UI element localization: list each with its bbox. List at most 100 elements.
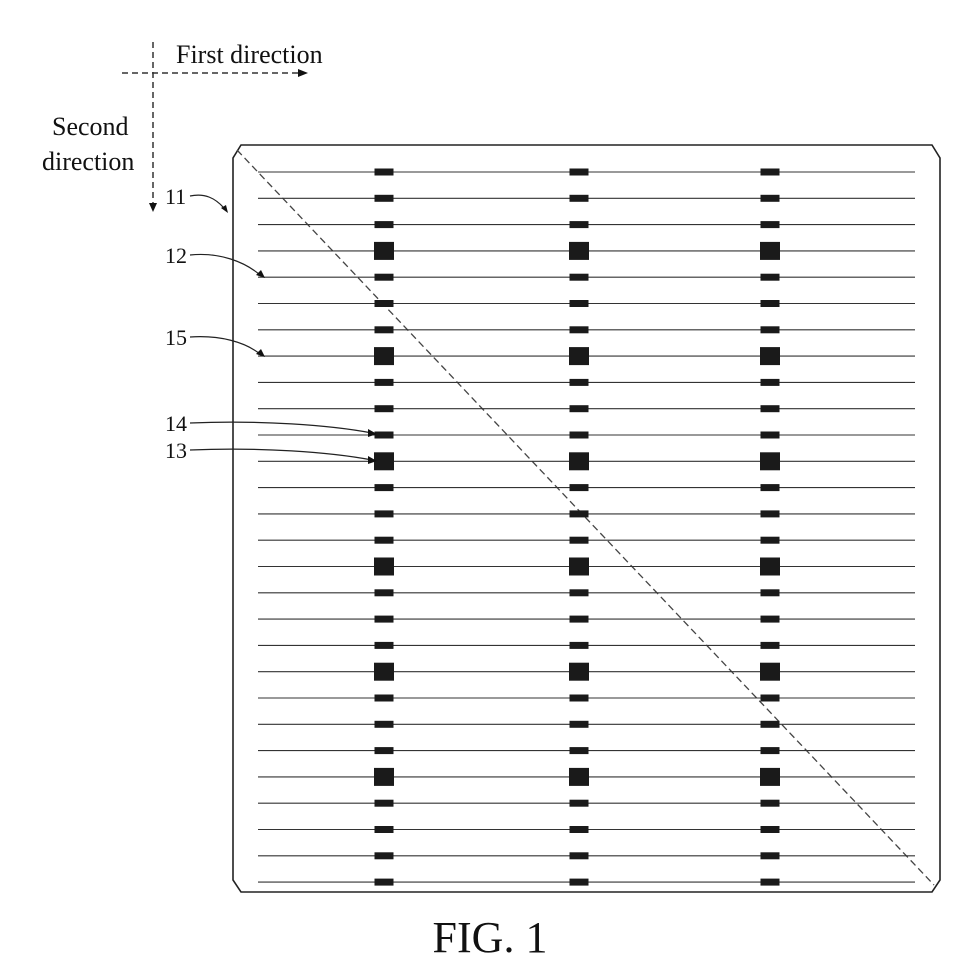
solder-pad [570, 221, 589, 228]
solder-pad [375, 616, 394, 623]
solder-pad [761, 589, 780, 596]
solder-pad [375, 326, 394, 333]
solder-pad-large [569, 452, 589, 470]
solder-pad [570, 642, 589, 649]
solder-pad [375, 169, 394, 176]
solder-pad-large [374, 242, 394, 260]
ref-label-15: 15 [165, 325, 187, 350]
solder-pad [375, 510, 394, 517]
solder-pad [761, 484, 780, 491]
solder-pad [375, 800, 394, 807]
solder-pad [570, 800, 589, 807]
solder-pad [375, 300, 394, 307]
solder-pad [570, 695, 589, 702]
solder-pad [375, 537, 394, 544]
solder-pad [761, 510, 780, 517]
solder-pad [570, 537, 589, 544]
solder-pad-large [760, 558, 780, 576]
solder-pad [570, 879, 589, 886]
solder-pad [375, 721, 394, 728]
solder-pad-large [760, 242, 780, 260]
ref-label-11: 11 [165, 184, 186, 209]
solder-pad [375, 195, 394, 202]
leader-14 [190, 422, 372, 433]
leader-13 [190, 449, 372, 460]
solder-pad [570, 747, 589, 754]
solder-pad-large [760, 663, 780, 681]
solder-pad [375, 274, 394, 281]
solder-pad [761, 537, 780, 544]
solder-pad [375, 432, 394, 439]
first-direction-label: First direction [176, 40, 323, 69]
solder-pad [375, 852, 394, 859]
solder-pad-large [374, 452, 394, 470]
solder-pad-large [760, 452, 780, 470]
solder-pad [375, 747, 394, 754]
solder-pad [375, 484, 394, 491]
solder-pad [375, 879, 394, 886]
second-direction-arrowhead [149, 203, 157, 212]
solder-pad [570, 274, 589, 281]
solder-pad [570, 169, 589, 176]
solder-pad [761, 432, 780, 439]
solder-pad [761, 879, 780, 886]
solder-pad-large [569, 558, 589, 576]
solder-pad [761, 642, 780, 649]
solder-pad [375, 826, 394, 833]
solder-pad [570, 326, 589, 333]
solder-pad-large [760, 347, 780, 365]
solder-pad [570, 510, 589, 517]
solder-pad [375, 642, 394, 649]
solder-pad [761, 221, 780, 228]
ref-label-12: 12 [165, 243, 187, 268]
solder-pad [375, 379, 394, 386]
solder-pad-large [760, 768, 780, 786]
solder-pad [570, 379, 589, 386]
solder-pad [761, 826, 780, 833]
solder-pad-large [569, 768, 589, 786]
ref-label-14: 14 [165, 411, 187, 436]
solder-pad [761, 169, 780, 176]
leader-12 [190, 254, 260, 275]
solder-pad-large [374, 768, 394, 786]
ref-label-13: 13 [165, 438, 187, 463]
solder-pad [761, 274, 780, 281]
solder-pad [375, 589, 394, 596]
solder-pad [570, 405, 589, 412]
solder-pad [761, 195, 780, 202]
first-direction-arrowhead [298, 69, 308, 77]
solder-pad [375, 221, 394, 228]
solder-pad-large [374, 347, 394, 365]
solder-pad [570, 432, 589, 439]
leader-15 [190, 337, 260, 354]
solder-pad [761, 800, 780, 807]
solder-pad-large [569, 242, 589, 260]
solder-pad [570, 616, 589, 623]
solder-pad [761, 300, 780, 307]
solder-pad [570, 852, 589, 859]
solder-pad [761, 695, 780, 702]
solder-pad [761, 747, 780, 754]
leader-11 [190, 195, 224, 208]
pad-columns [374, 169, 780, 886]
solder-pad-large [374, 663, 394, 681]
second-direction-label-line1: Second [52, 112, 129, 141]
figure-caption: FIG. 1 [433, 913, 548, 962]
solder-pad [570, 484, 589, 491]
solder-pad [570, 300, 589, 307]
solder-pad [761, 326, 780, 333]
solder-pad [761, 616, 780, 623]
reference-callouts: 11 12 15 14 13 [165, 184, 377, 464]
solder-pad [761, 405, 780, 412]
solder-pad [570, 721, 589, 728]
solder-pad-large [569, 347, 589, 365]
solder-pad [570, 589, 589, 596]
solder-pad [375, 695, 394, 702]
second-direction-label-line2: direction [42, 147, 134, 176]
solder-pad-large [374, 558, 394, 576]
solder-pad-large [569, 663, 589, 681]
solder-pad [570, 826, 589, 833]
solder-pad [570, 195, 589, 202]
solder-pad [375, 405, 394, 412]
